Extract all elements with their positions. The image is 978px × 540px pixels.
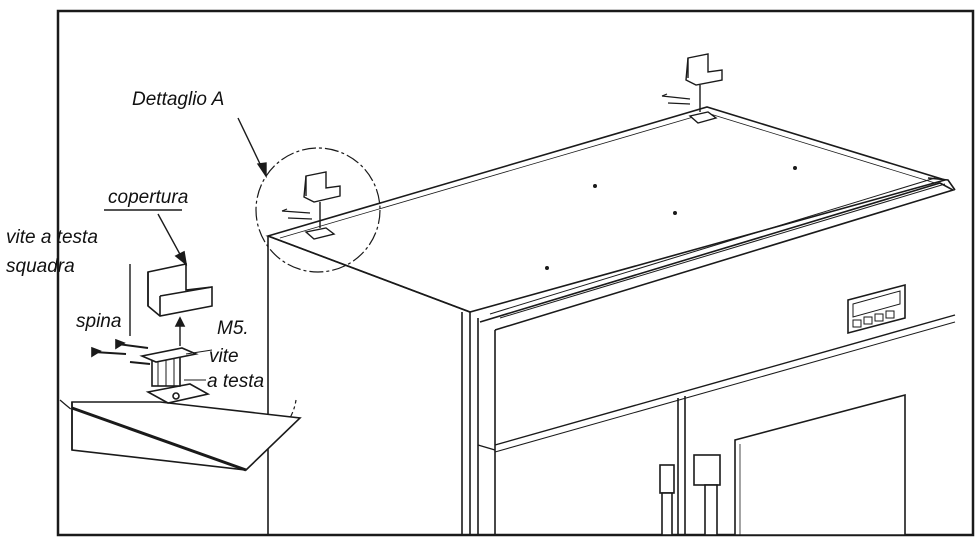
display-panel	[847, 283, 906, 335]
label-detail-a: Dettaglio A	[132, 89, 225, 110]
cover-bracket	[147, 263, 213, 317]
detail-leader	[237, 117, 267, 179]
label-m5: M5.	[217, 318, 249, 339]
label-screw-line1: vite	[209, 346, 239, 367]
label-cover: copertura	[108, 187, 189, 208]
door-window	[734, 393, 906, 536]
bracket-front	[281, 171, 341, 240]
label-square-screw-line2: squadra	[6, 256, 75, 277]
label-square-screw-line1: vite a testa	[6, 227, 98, 248]
appliance-cabinet	[265, 106, 956, 536]
cabinet-top	[265, 106, 948, 313]
label-pin: spina	[76, 311, 122, 332]
door-handle-right	[693, 454, 721, 486]
door-handle-left	[659, 464, 675, 494]
label-screw-line2: a testa	[207, 371, 265, 392]
enlarged-detail	[59, 209, 302, 472]
bracket-rear	[661, 53, 723, 124]
diagram-frame	[56, 9, 975, 537]
cover-slab	[71, 401, 302, 471]
detail-circle	[255, 147, 381, 273]
